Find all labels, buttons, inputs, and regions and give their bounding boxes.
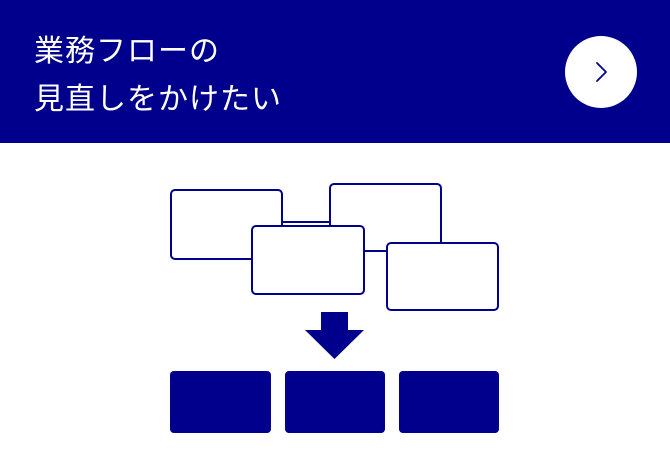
workflow-reorganize-icon xyxy=(170,183,499,433)
arrow-down-icon xyxy=(305,312,364,359)
workflow-box-filled xyxy=(170,371,271,433)
workflow-illustration xyxy=(0,143,670,475)
next-button[interactable] xyxy=(565,36,637,108)
workflow-box-filled xyxy=(399,371,499,433)
workflow-box-outline xyxy=(386,242,499,311)
chevron-right-icon xyxy=(596,62,607,82)
banner-header[interactable]: 業務フローの 見直しをかけたい xyxy=(0,0,670,143)
banner-title: 業務フローの 見直しをかけたい xyxy=(34,28,282,124)
banner-title-line-2: 見直しをかけたい xyxy=(34,82,282,117)
workflow-box-filled xyxy=(285,371,385,433)
banner-title-line-1: 業務フローの xyxy=(34,34,220,69)
workflow-box-outline xyxy=(251,225,365,295)
